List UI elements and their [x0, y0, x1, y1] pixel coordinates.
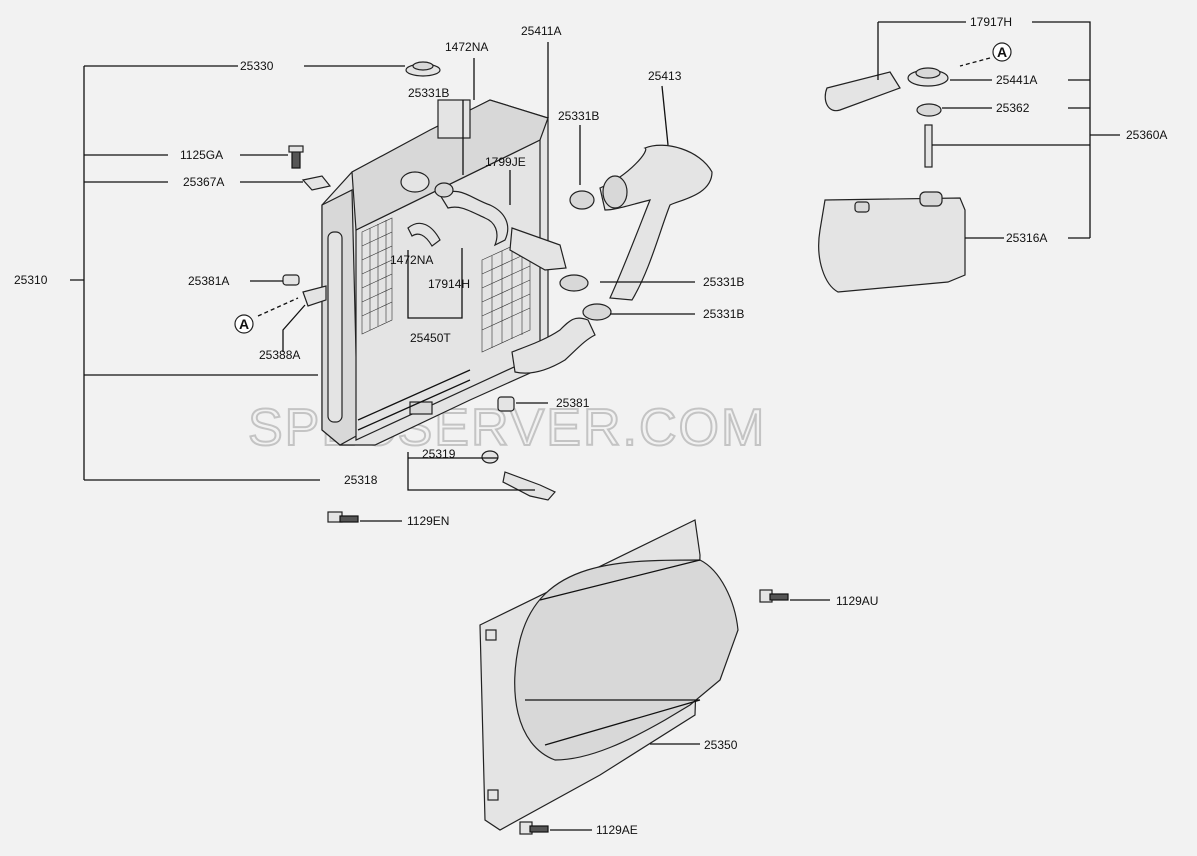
bolt-1129au — [759, 589, 789, 603]
pipe-25360 — [924, 124, 933, 168]
callout-1125ga: 1125GA — [180, 148, 223, 162]
reservoir-cap — [907, 67, 949, 87]
reservoir-tank — [818, 191, 966, 293]
callout-25330: 25330 — [240, 59, 274, 73]
washer-25319 — [481, 450, 499, 464]
callout-25413: 25413 — [648, 69, 682, 83]
drain-plug-25381 — [497, 396, 515, 412]
callout-1129ae: 1129AE — [596, 823, 638, 837]
bracket-25388a — [302, 285, 327, 307]
radiator-assembly — [321, 99, 549, 446]
ref-marker-a-left: A — [234, 297, 299, 334]
overflow-hose — [824, 71, 901, 112]
callout-1472na-mid: 1472NA — [390, 253, 433, 267]
callout-25388a: 25388A — [259, 348, 300, 362]
callout-25331b-mid: 25331B — [558, 109, 599, 123]
callout-17917h: 17917H — [970, 15, 1012, 29]
gasket-25362 — [916, 103, 942, 117]
bracket-25367a — [301, 175, 332, 191]
callout-25316a: 25316A — [1006, 231, 1047, 245]
lower-hose — [511, 317, 596, 374]
leader-lines — [70, 21, 1120, 831]
callout-labels: 25330 1472NA 25411A 25331B 25413 25331B … — [14, 15, 1167, 837]
callout-25367a: 25367A — [183, 175, 224, 189]
callout-25318: 25318 — [344, 473, 378, 487]
callout-25331b-r1: 25331B — [703, 275, 744, 289]
callout-1799je: 1799JE — [485, 155, 526, 169]
upper-hose — [599, 144, 713, 301]
callout-25331b-top: 25331B — [408, 86, 449, 100]
callout-1472na-top: 1472NA — [445, 40, 488, 54]
callout-25310: 25310 — [14, 273, 48, 287]
callout-25441a: 25441A — [996, 73, 1037, 87]
callout-25331b-r2: 25331B — [703, 307, 744, 321]
callout-25411a: 25411A — [521, 24, 561, 38]
ref-marker-a-right: A — [959, 42, 1012, 67]
svg-text:A: A — [997, 44, 1007, 60]
callout-17914h: 17914H — [428, 277, 470, 291]
small-hoses — [407, 182, 509, 247]
radiator-core-mesh — [361, 217, 531, 353]
plug-25381a — [282, 274, 300, 286]
inlet-pipe — [509, 227, 567, 271]
callout-1129au: 1129AU — [836, 594, 878, 608]
bolt-1129ae — [519, 821, 549, 835]
drain-cock-25318 — [502, 471, 556, 501]
svg-text:A: A — [239, 316, 249, 332]
callout-25362: 25362 — [996, 101, 1030, 115]
fan-shroud — [479, 519, 739, 831]
callout-25381: 25381 — [556, 396, 590, 410]
callout-25360a: 25360A — [1126, 128, 1167, 142]
callout-1129en: 1129EN — [407, 514, 449, 528]
callout-25450t: 25450T — [410, 331, 451, 345]
hose-clamps — [559, 190, 612, 321]
callout-25381a: 25381A — [188, 274, 229, 288]
callout-25350: 25350 — [704, 738, 738, 752]
bolt-1125ga — [288, 145, 304, 169]
callout-25319: 25319 — [422, 447, 456, 461]
radiator-cap — [405, 61, 441, 77]
bolt-1129en — [327, 511, 359, 523]
